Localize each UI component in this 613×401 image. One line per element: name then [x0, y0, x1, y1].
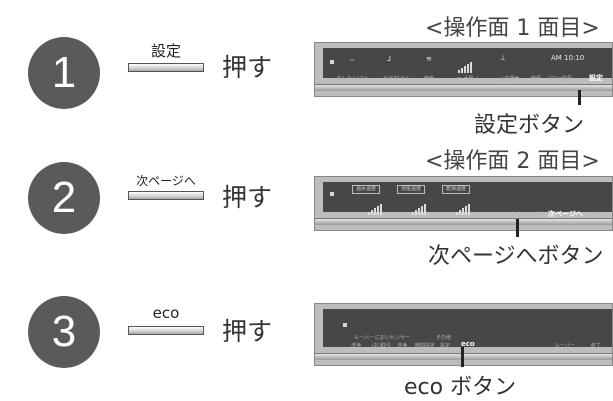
panel-screen: ⌣ ⅃ ≋ ⊥ AM 10:10 おしり/ソフト ビデ/ワイド 乾燥 ー 水勢 …: [323, 48, 612, 82]
next-page-button-label: 次ページへ: [136, 174, 196, 188]
dry-temp-level-icon: [456, 196, 471, 215]
minus-plus-label: ー ＋: [445, 212, 457, 218]
panel-label: 洗浄: [397, 343, 408, 349]
next-page-key-highlight[interactable]: 次ページへ: [548, 210, 583, 218]
position-icon: ⊥: [500, 54, 507, 62]
panel-label: 乾燥: [424, 76, 435, 82]
panel-top-label: その他: [436, 335, 452, 341]
step-number-text: 1: [51, 48, 77, 97]
step-number-text: 2: [51, 173, 77, 222]
panel-label: お手入れ: [511, 212, 532, 218]
group-label: 温水温度: [352, 185, 381, 194]
callout-leader-3: [461, 347, 464, 367]
settings-key-highlight[interactable]: 設定: [589, 74, 603, 82]
panel-label: 設定: [440, 343, 451, 349]
callout-caption-3: eco ボタン: [404, 375, 517, 400]
panel-label: ー 水勢 ＋: [457, 76, 481, 82]
end-label: 終了: [594, 212, 605, 218]
group-label: 便座温度: [397, 185, 426, 194]
bidet-icon: ⅃: [387, 55, 391, 63]
step-number-2: 2: [28, 162, 100, 234]
water-temp-level-icon: [368, 196, 383, 215]
panel-top-label: においセンサー: [375, 335, 411, 341]
group-label: 乾燥温度: [442, 185, 471, 194]
panel-button-rail: [315, 218, 612, 225]
panel-label: 時間設定: [415, 343, 436, 349]
dry-icon: ≋: [426, 55, 432, 63]
step-number-1: 1: [28, 37, 100, 109]
operation-panel-page-1: ⌣ ⅃ ≋ ⊥ AM 10:10 おしり/ソフト ビデ/ワイド 乾燥 ー 水勢 …: [314, 42, 613, 97]
panel-title-2: <操作面 2 面目>: [425, 149, 600, 174]
power-indicator: [343, 323, 347, 327]
push-instruction: 押す: [222, 317, 273, 346]
minus-plus-label: ー ＋: [356, 212, 368, 218]
callout-leader-2: [516, 219, 519, 237]
minus-plus-label: ー ＋: [401, 212, 413, 218]
panel-screen: ルーバー においセンサー その他 洗浄 (お)取引 洗浄 時間設定 設定 eco…: [323, 309, 612, 349]
operation-panel-page-2: 温水温度 便座温度 乾燥温度 ー ＋ ー ＋ ー ＋ お手入れ 節電 次ページへ…: [314, 176, 613, 231]
panel-label: (お)取引: [372, 343, 391, 349]
bottom-wash-icon: ⌣: [350, 56, 355, 64]
callout-leader-1: [578, 90, 581, 105]
eco-button-illustration: [128, 326, 204, 335]
panel-label: 節電: [533, 212, 544, 218]
pressure-level-icon: [458, 54, 473, 73]
step-number-text: 3: [51, 307, 77, 356]
panel-top-label: ルーバー: [354, 335, 374, 341]
next-page-button-illustration: [128, 191, 204, 200]
panel-label: 節電: [531, 76, 542, 82]
eco-button-label: eco: [152, 304, 180, 322]
seat-temp-level-icon: [412, 196, 427, 215]
panel-screen: 温水温度 便座温度 乾燥温度 ー ＋ ー ＋ ー ＋ お手入れ 節電 次ページへ…: [323, 182, 612, 218]
panel-label: ビデ/ワイド: [383, 76, 410, 82]
panel-button-rail: [315, 84, 612, 91]
step-number-3: 3: [28, 296, 100, 368]
power-indicator: [330, 192, 334, 196]
eco-key-highlight[interactable]: eco: [461, 340, 475, 348]
end-label: 終了: [591, 343, 602, 349]
panel-label: パワー脱臭: [547, 76, 573, 82]
panel-label: おしり/ソフト: [337, 76, 369, 82]
clock-display: AM 10:10: [551, 54, 585, 62]
panel-label: ルーバー: [555, 343, 575, 349]
settings-button-label: 設定: [150, 42, 181, 60]
panel-title-1: <操作面 1 面目>: [425, 16, 600, 41]
callout-caption-1: 設定ボタン: [474, 113, 585, 138]
push-instruction: 押す: [222, 183, 273, 212]
panel-label: ▲位置▼: [501, 76, 519, 82]
panel-label: 洗浄: [351, 343, 362, 349]
callout-caption-2: 次ページへボタン: [428, 244, 604, 269]
push-instruction: 押す: [222, 53, 273, 82]
power-indicator: [330, 60, 334, 64]
settings-button-illustration: [128, 63, 204, 72]
